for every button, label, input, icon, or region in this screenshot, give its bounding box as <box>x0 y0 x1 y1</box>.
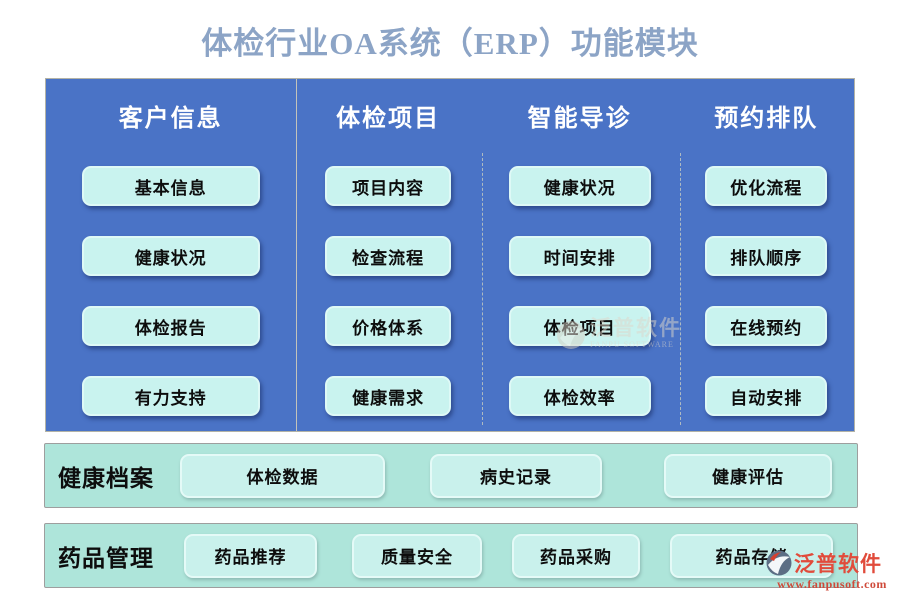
module-button[interactable]: 体检项目 <box>508 306 651 346</box>
button-slot: 优化流程 <box>705 151 828 221</box>
vendor-logo: 泛普软件 www.fanpusoft.com <box>766 548 898 592</box>
module-button[interactable]: 项目内容 <box>325 166 452 206</box>
module-button[interactable]: 体检效率 <box>508 376 651 416</box>
button-slot: 价格体系 <box>325 291 452 361</box>
band-button[interactable]: 药品存储 <box>670 533 833 578</box>
module-column-3: 智能导诊健康状况时间安排体检项目体检效率 <box>481 79 679 431</box>
button-slot: 时间安排 <box>508 221 651 291</box>
column-header: 智能导诊 <box>527 105 632 132</box>
module-button[interactable]: 检查流程 <box>325 236 452 276</box>
column-header: 预约排队 <box>714 105 819 132</box>
band-button[interactable]: 体检数据 <box>180 453 385 498</box>
column-header: 体检项目 <box>336 105 441 132</box>
vendor-logo-url: www.fanpusoft.com <box>777 577 887 591</box>
module-button[interactable]: 有力支持 <box>81 376 260 416</box>
module-button[interactable]: 健康状况 <box>508 166 651 206</box>
module-button[interactable]: 时间安排 <box>508 236 651 276</box>
button-slot: 体检效率 <box>508 361 651 431</box>
column-header: 客户信息 <box>118 105 223 132</box>
button-slot: 健康状况 <box>508 151 651 221</box>
button-slot: 基本信息 <box>81 151 260 221</box>
band-label: 健康档案 <box>58 465 154 491</box>
module-column-1: 客户信息基本信息健康状况体检报告有力支持 <box>46 79 295 431</box>
module-button[interactable]: 在线预约 <box>705 306 828 346</box>
band-button[interactable]: 药品推荐 <box>184 533 317 578</box>
module-button[interactable]: 基本信息 <box>81 166 260 206</box>
button-slot: 自动安排 <box>705 361 828 431</box>
button-slot: 体检项目 <box>508 291 651 361</box>
module-button[interactable]: 健康状况 <box>81 236 260 276</box>
button-slot: 健康状况 <box>81 221 260 291</box>
module-button[interactable]: 排队顺序 <box>705 236 828 276</box>
band-1: 健康档案体检数据病史记录 健康评估 <box>44 443 858 508</box>
band-button[interactable]: 药品采购 <box>512 533 640 578</box>
module-button[interactable]: 体检报告 <box>81 306 260 346</box>
vendor-logo-name: 泛普软件 <box>794 552 882 576</box>
module-button[interactable]: 价格体系 <box>325 306 452 346</box>
band-button[interactable]: 质量安全 <box>352 533 482 578</box>
vendor-logo-icon <box>766 550 792 576</box>
band-button[interactable]: 病史记录 <box>430 453 602 498</box>
module-panel: 客户信息基本信息健康状况体检报告有力支持体检项目项目内容检查流程价格体系健康需求… <box>45 78 855 432</box>
module-button[interactable]: 自动安排 <box>705 376 828 416</box>
module-column-2: 体检项目项目内容检查流程价格体系健康需求 <box>295 79 481 431</box>
band-button[interactable]: 健康评估 <box>664 453 832 498</box>
button-slot: 在线预约 <box>705 291 828 361</box>
module-button[interactable]: 健康需求 <box>325 376 452 416</box>
button-slot: 排队顺序 <box>705 221 828 291</box>
column-divider <box>482 153 483 425</box>
column-divider <box>680 153 681 425</box>
column-divider <box>296 79 297 431</box>
band-2: 药品管理 药品推荐质量安全药品采购药品存储 <box>44 523 858 588</box>
band-label: 药品管理 <box>58 545 154 571</box>
button-slot: 体检报告 <box>81 291 260 361</box>
button-slot: 检查流程 <box>325 221 452 291</box>
module-column-4: 预约排队优化流程排队顺序在线预约自动安排 <box>678 79 854 431</box>
page-title: 体检行业OA系统（ERP）功能模块 <box>201 26 699 61</box>
module-button[interactable]: 优化流程 <box>705 166 828 206</box>
button-slot: 有力支持 <box>81 361 260 431</box>
button-slot: 项目内容 <box>325 151 452 221</box>
button-slot: 健康需求 <box>325 361 452 431</box>
